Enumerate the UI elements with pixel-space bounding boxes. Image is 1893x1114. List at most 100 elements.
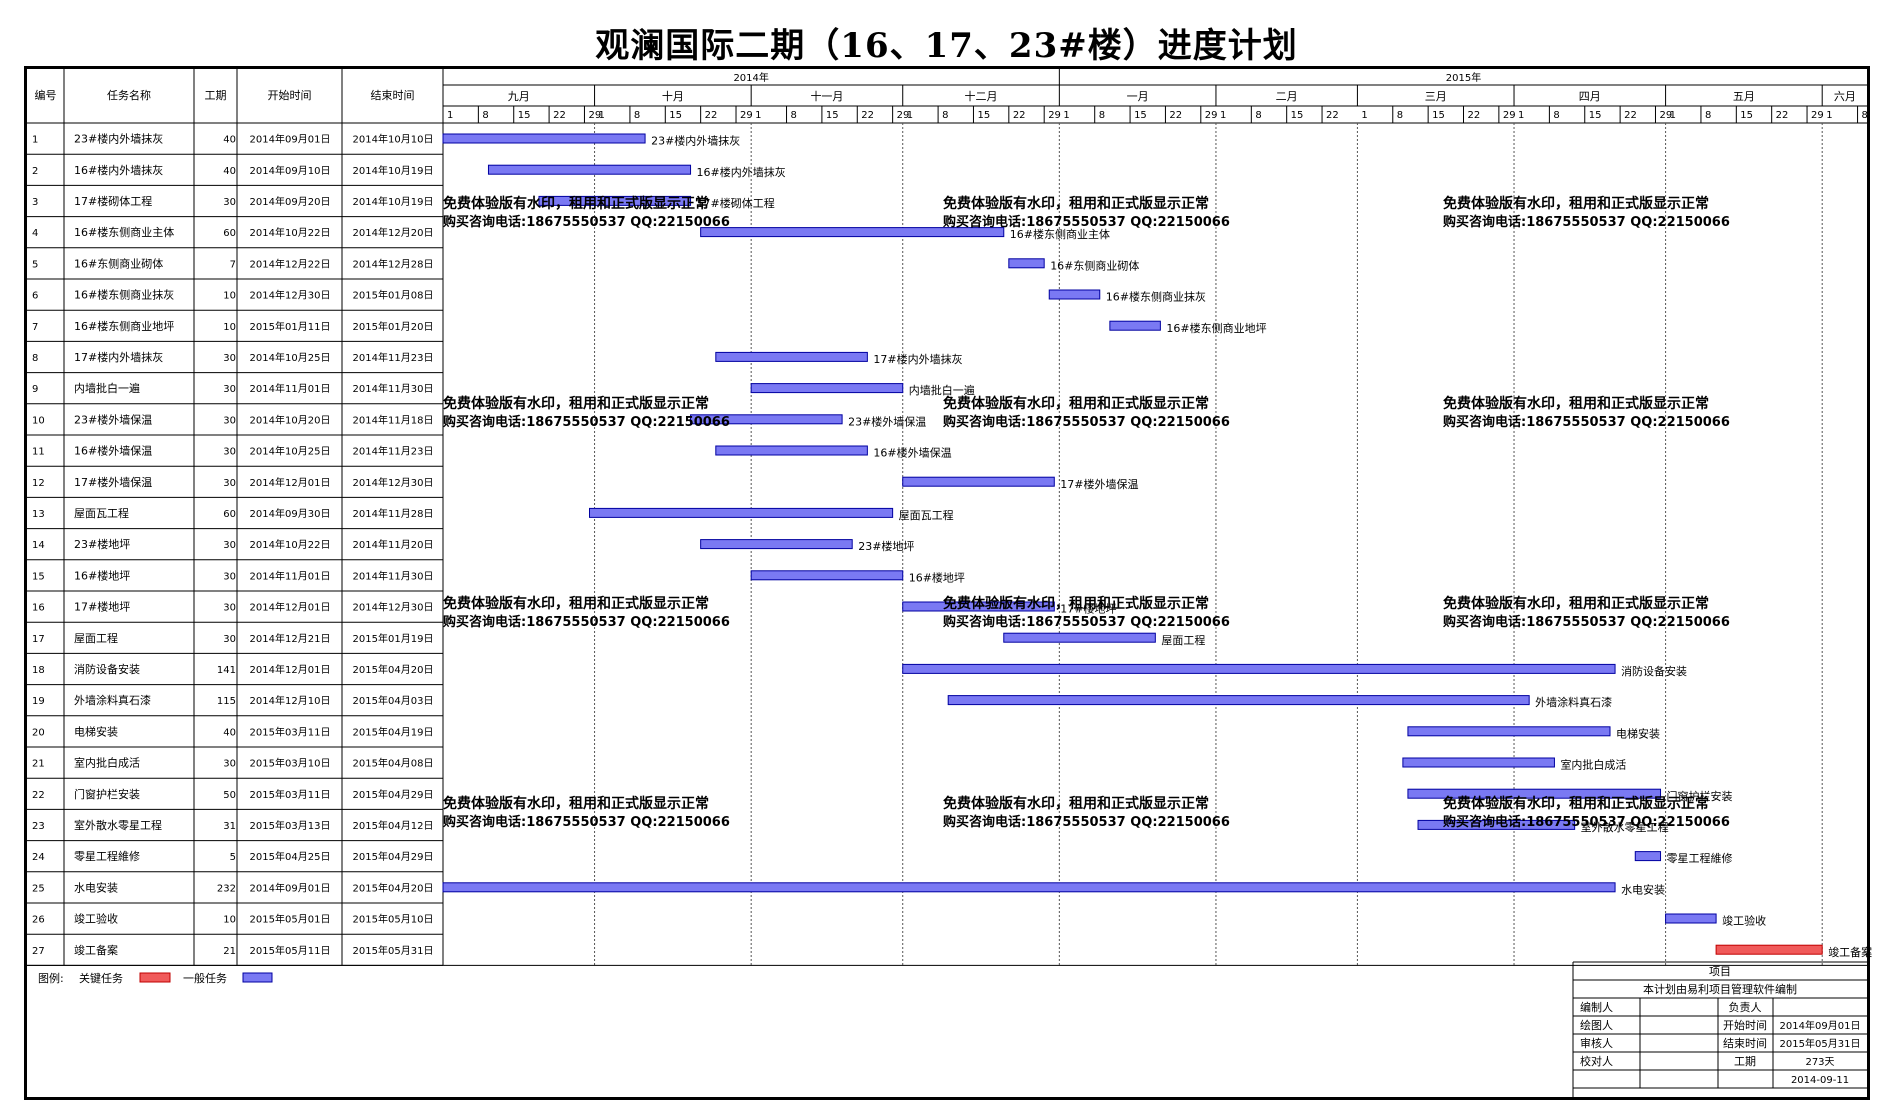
task-bar [715,351,868,362]
day-tick-label: 8 [1099,110,1105,121]
task-start: 2014年09月20日 [250,195,331,208]
task-start: 2014年10月22日 [250,226,331,239]
watermark-text: 免费体验版有水印，租用和正式版显示正常 [1443,595,1709,612]
legend-critical-label: 关键任务 [79,971,123,985]
task-id: 15 [32,571,45,582]
info-end-role: 审核人 [1580,1036,1613,1050]
day-tick-label: 1 [1826,110,1832,121]
watermark-text: 免费体验版有水印，租用和正式版显示正常 [1443,795,1709,812]
task-id: 27 [32,946,45,957]
info-project: 项目 [1709,965,1731,978]
task-end: 2014年11月23日 [353,445,434,458]
legend-critical-swatch [139,972,171,983]
task-bar-label: 17#楼地坪 [1060,602,1116,616]
info-start-role: 绘图人 [1580,1018,1613,1032]
day-tick-label: 15 [1134,110,1147,121]
watermark-text: 免费体验版有水印，租用和正式版显示正常 [943,595,1209,612]
task-start: 2014年09月10日 [250,164,331,177]
day-tick-label: 29 [1048,110,1061,121]
day-tick-label: 29 [897,110,910,121]
task-bar [902,663,1616,674]
task-bar-label: 16#东侧商业砌体 [1050,258,1139,272]
task-bar-label: 屋面工程 [1161,634,1205,647]
day-tick-label: 1 [599,110,605,121]
task-start: 2015年04月25日 [250,850,331,863]
task-bar-label: 室内批白成活 [1560,758,1626,772]
task-bar-label: 外墙涂料真石漆 [1535,695,1612,709]
task-name: 水电安装 [74,880,118,894]
task-start: 2014年10月20日 [250,413,331,426]
task-bar [1417,819,1576,830]
task-name: 竣工验收 [74,912,118,926]
task-end: 2014年12月20日 [353,226,434,239]
task-duration: 60 [223,509,236,520]
task-bar [589,507,894,518]
task-bar [1003,632,1156,643]
task-duration: 31 [223,821,236,832]
day-tick-label: 8 [634,110,640,121]
watermark-text: 免费体验版有水印，租用和正式版显示正常 [1443,195,1709,212]
task-start: 2015年05月11日 [250,944,331,957]
task-name: 室内批白成活 [74,756,140,770]
task-duration: 10 [223,291,236,302]
task-start: 2014年09月01日 [250,133,331,146]
day-tick-label: 1 [1518,110,1524,121]
task-end: 2014年11月20日 [353,538,434,551]
task-name: 23#楼内外墙抹灰 [74,132,163,146]
task-name: 16#楼地坪 [74,568,130,582]
day-tick-label: 8 [791,110,797,121]
task-duration: 30 [223,384,236,395]
task-bar [1634,851,1662,862]
task-bar-label: 23#楼内外墙抹灰 [651,134,740,148]
task-id: 20 [32,727,45,738]
day-tick-label: 8 [1705,110,1711,121]
task-end: 2015年05月31日 [353,944,434,957]
task-end: 2014年11月30日 [353,569,434,582]
task-end: 2014年12月30日 [353,476,434,489]
watermark-text: 购买咨询电话:18675550537 QQ:22150066 [943,214,1230,230]
task-bar [1008,258,1045,269]
task-bar [442,882,1616,893]
task-bar [947,695,1530,706]
day-tick-label: 15 [1432,110,1445,121]
watermark-text: 购买咨询电话:18675550537 QQ:22150066 [943,614,1230,630]
legend-label: 图例: [38,971,64,985]
task-start: 2014年12月21日 [250,632,331,645]
task-bar [715,445,868,456]
task-duration: 21 [223,946,236,957]
month-label: 一月 [1127,90,1149,103]
task-duration: 40 [223,166,236,177]
task-bar-label: 水电安装 [1621,882,1665,896]
watermark-text: 购买咨询电话:18675550537 QQ:22150066 [443,614,730,630]
task-start: 2014年12月01日 [250,663,331,676]
day-tick-label: 22 [1624,110,1637,121]
day-tick-label: 8 [942,110,948,121]
day-tick-label: 8 [1553,110,1559,121]
info-note: 本计划由易利项目管理软件编制 [1643,982,1797,996]
task-id: 8 [32,353,38,364]
watermark-text: 购买咨询电话:18675550537 QQ:22150066 [1443,214,1730,230]
task-start: 2015年03月11日 [250,788,331,801]
task-name: 16#东侧商业砌体 [74,256,163,270]
task-name: 23#楼外墙保温 [74,412,152,426]
task-duration: 50 [223,790,236,801]
task-end: 2015年04月12日 [353,819,434,832]
task-duration: 7 [230,259,236,270]
task-name: 室外散水零星工程 [74,818,162,832]
task-bar-label: 竣工验收 [1722,914,1766,928]
day-tick-label: 1 [447,110,453,121]
task-name: 17#楼地坪 [74,600,130,614]
task-end: 2015年01月20日 [353,320,434,333]
month-label: 五月 [1733,90,1755,103]
task-id: 4 [32,228,38,239]
task-name: 17#楼内外墙抹灰 [74,350,163,364]
task-duration: 60 [223,228,236,239]
page-title: 观澜国际二期（16、17、23#楼）进度计划 [595,26,1298,66]
day-tick-label: 29 [588,110,601,121]
task-end: 2014年11月23日 [353,351,434,364]
task-end: 2015年04月20日 [353,663,434,676]
watermark-text: 购买咨询电话:18675550537 QQ:22150066 [943,814,1230,830]
year-label: 2014年 [733,71,768,84]
task-duration: 30 [223,197,236,208]
